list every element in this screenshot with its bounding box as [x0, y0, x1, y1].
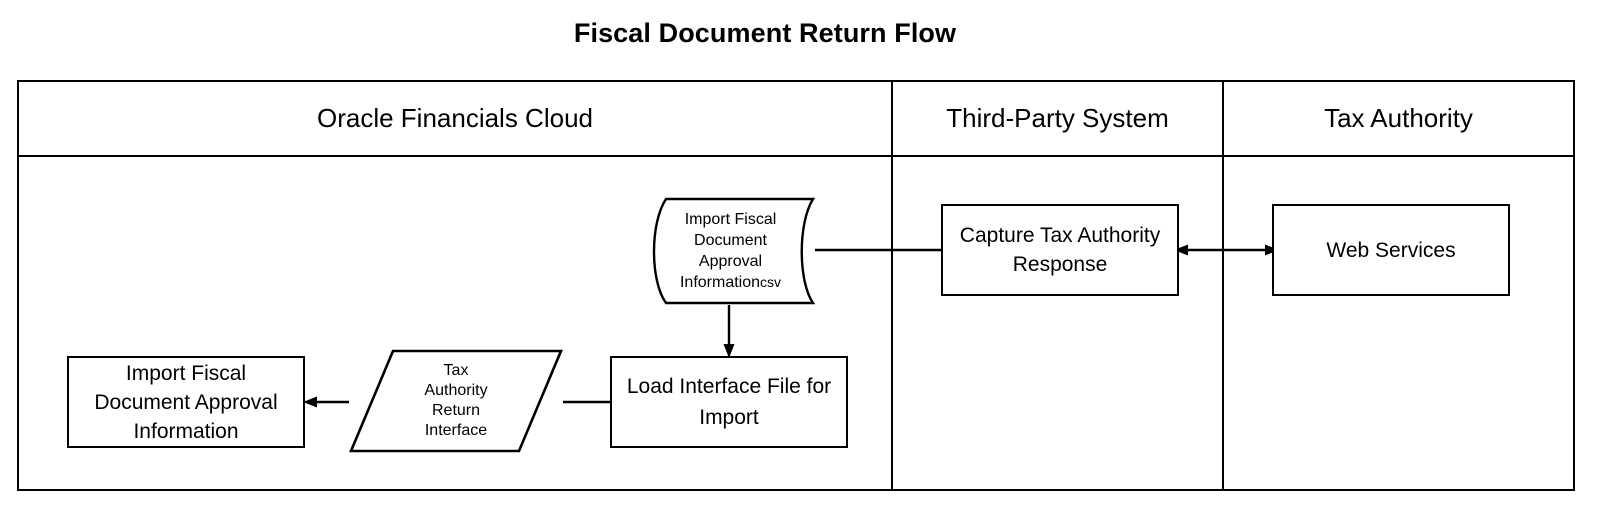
node-label: Web Services [1326, 238, 1456, 262]
lane-divider-thirdparty-taxauthority [1222, 82, 1224, 489]
node-label: Capture Tax Authority Response [959, 224, 1161, 276]
lane-header-separator [19, 155, 1573, 157]
node-label-extension: csv [760, 274, 782, 290]
lane-header-tax-authority: Tax Authority [1324, 103, 1473, 133]
node-csv-document-import-fiscal-document-approval-information[interactable]: Import Fiscal Document Approval Informat… [646, 197, 815, 305]
lane-header-third-party-system: Third-Party System [946, 103, 1169, 133]
swimlane-container: Oracle Financials Cloud Third-Party Syst… [17, 80, 1575, 491]
document-shape-icon [646, 197, 815, 305]
page-title: Fiscal Document Return Flow [573, 18, 957, 48]
node-label: Load Interface File for Import [626, 375, 832, 429]
connector-capture-response-to-csv-document [795, 244, 943, 256]
node-label: Import Fiscal Document Approval Informat… [646, 209, 815, 293]
connector-capture-response-to-web-services [1174, 244, 1279, 256]
node-tax-authority-return-interface[interactable]: Tax Authority Return Interface [349, 349, 563, 453]
node-label: Import Fiscal Document Approval Informat… [94, 361, 278, 443]
node-capture-tax-authority-response[interactable]: Capture Tax Authority Response [941, 204, 1179, 296]
node-load-interface-file-for-import[interactable]: Load Interface File for Import [610, 356, 848, 448]
node-label: Tax Authority Return Interface [424, 362, 488, 439]
parallelogram-shape-icon [349, 349, 563, 453]
node-label-text: Import Fiscal Document Approval Informat… [679, 211, 777, 291]
node-web-services[interactable]: Web Services [1272, 204, 1510, 296]
lane-header-oracle-financials-cloud: Oracle Financials Cloud [316, 103, 593, 133]
lane-divider-oracle-thirdparty [891, 82, 893, 489]
node-import-fiscal-document-approval-information[interactable]: Import Fiscal Document Approval Informat… [67, 356, 305, 448]
